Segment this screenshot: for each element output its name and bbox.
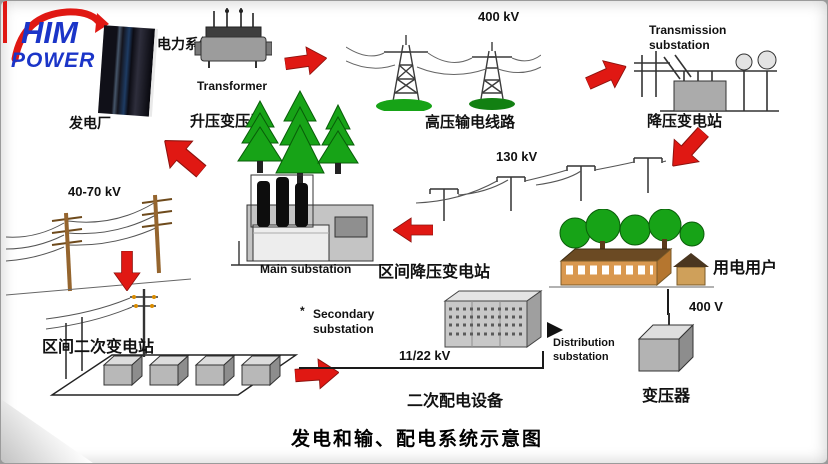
hv-voltage-label: 400 kV — [478, 9, 520, 24]
distribution-cabinet-graphic — [439, 287, 544, 351]
secondary-note: * — [300, 304, 305, 318]
secondary-distribution-label: 二次配电设备 — [407, 393, 504, 410]
main-substation-en-label: Main substation — [260, 262, 352, 276]
logo-power-text: POWER — [11, 49, 96, 72]
subtransmission-lines-graphic — [416, 151, 666, 223]
hv-lines-label: 高压输电线路 — [425, 114, 516, 131]
mv-voltage-label: 130 kV — [496, 149, 538, 164]
power-plant-label: 发电厂 — [69, 115, 111, 131]
arrow-130kv-to-main — [393, 217, 433, 243]
service-voltage-label: 400 V — [689, 299, 723, 314]
transmission-substation-en-label: Transmission substation — [649, 23, 727, 52]
logo-him-text: HIM — [21, 15, 78, 50]
transformer-en-label: Transformer — [197, 79, 268, 93]
distribution-arrow-icon — [547, 322, 563, 338]
service-transformer-label: 变压器 — [642, 388, 691, 405]
distribution-feeder-line — [299, 367, 544, 369]
service-transformer-graphic — [629, 313, 699, 379]
transmission-substation-graphic — [634, 49, 779, 121]
distribution-substation-en-label: Distribution substation — [553, 337, 615, 363]
step-down-substation-label: 降压变电站 — [647, 113, 723, 130]
secondary-substation-graphic — [46, 283, 301, 401]
secondary-substation-en-label: Secondary substation — [313, 307, 375, 336]
transmission-towers-graphic — [346, 21, 541, 111]
district-stepdown-label: 区间降压变电站 — [378, 264, 491, 281]
step-up-transformer-graphic — [194, 7, 272, 71]
arrow-main-to-plant — [152, 126, 213, 186]
page-title: 发电和输、配电系统示意图 — [291, 429, 544, 450]
logo-swoosh-icon — [11, 8, 109, 63]
distribution-voltage-label: 11/22 kV — [399, 348, 451, 363]
arrow-hvlines-to-substation — [581, 52, 632, 98]
consumers-label: 用电用户 — [713, 260, 778, 277]
him-power-logo: HIM POWER — [7, 3, 125, 85]
secondary-substation-cn-label: 区间二次变电站 — [42, 339, 155, 356]
main-substation-graphic — [231, 173, 381, 269]
arrow-substation-to-130kv — [659, 120, 717, 178]
local-voltage-label: 40-70 kV — [68, 184, 121, 199]
arrow-secondary-to-distribution — [294, 357, 340, 392]
forest-graphic — [226, 89, 366, 189]
local-lines-graphic — [6, 191, 191, 296]
power-plant-photo — [97, 25, 159, 117]
consumers-graphic — [549, 209, 714, 294]
arrow-stepup-to-hvlines — [283, 43, 329, 79]
service-drop-line — [667, 289, 669, 315]
arrow-poles-to-secondary — [113, 251, 141, 291]
feeder-riser-line — [542, 351, 544, 368]
red-edge-accent — [3, 1, 7, 43]
